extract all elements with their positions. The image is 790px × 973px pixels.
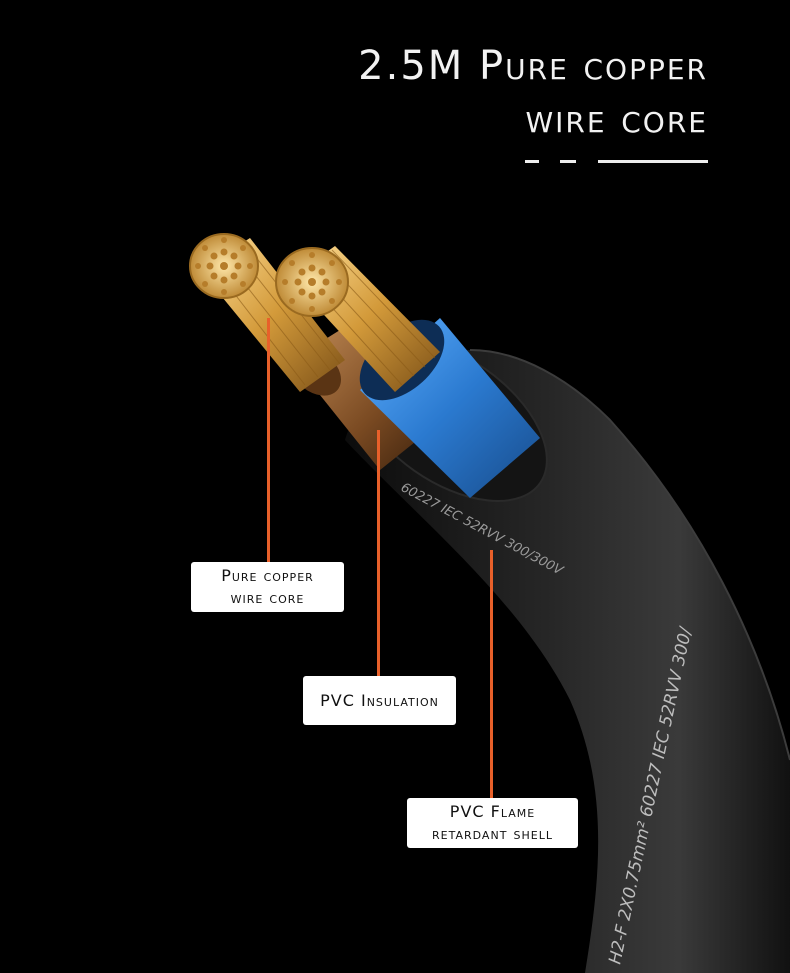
- callout-copper-line-1: Pure copper: [221, 566, 314, 585]
- leader-line-shell: [490, 550, 493, 798]
- title-line-2: wire core: [525, 96, 708, 142]
- callout-shell-line-1: PVC Flame: [449, 802, 536, 821]
- page-title: 2.5M Pure copper wire core: [358, 40, 708, 146]
- brown-conductor: [189, 233, 430, 470]
- callout-insulation-line-1: PVC Insulation: [320, 690, 439, 710]
- callout-copper-core: Pure copper wire core: [191, 562, 344, 612]
- title-line-1: 2.5M Pure copper: [358, 43, 708, 89]
- callout-flame-shell: PVC Flame retardant shell: [407, 798, 578, 848]
- title-dash-2: [560, 160, 576, 163]
- leader-line-insulation: [377, 430, 380, 676]
- blue-conductor: [275, 246, 540, 498]
- callout-pvc-insulation: PVC Insulation: [303, 676, 456, 725]
- callout-copper-line-2: wire core: [230, 588, 305, 607]
- title-rule: [598, 160, 708, 163]
- leader-line-copper: [267, 318, 270, 562]
- title-dash-1: [525, 160, 539, 163]
- callout-shell-line-2: retardant shell: [432, 824, 553, 843]
